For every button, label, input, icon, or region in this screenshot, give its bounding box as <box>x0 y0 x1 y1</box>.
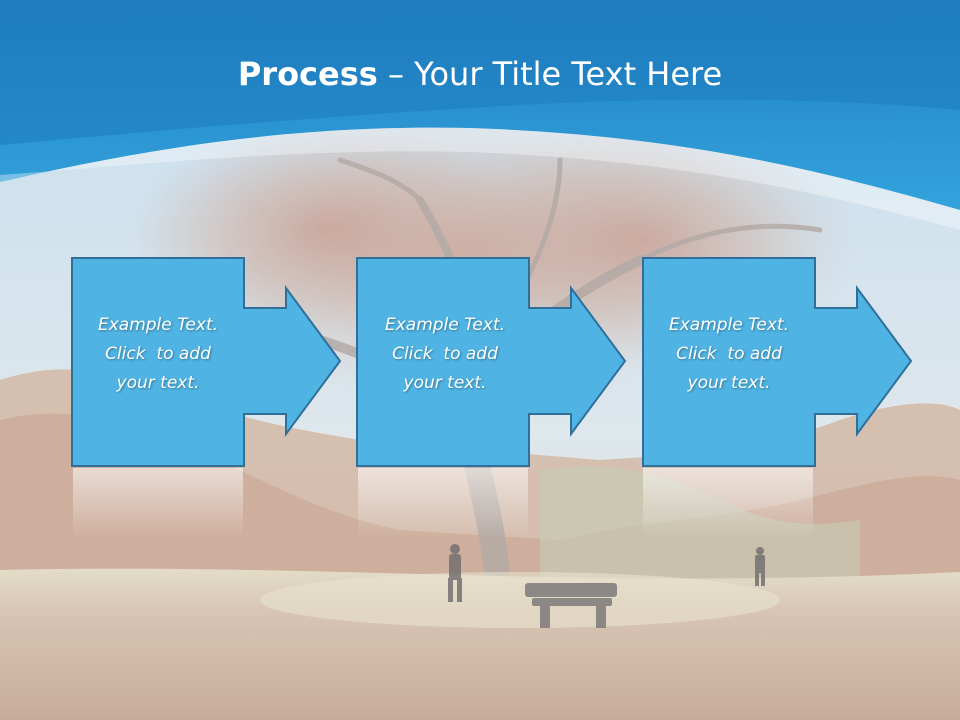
step-1-line-2: Click to add <box>105 344 211 364</box>
title-rest-text: Your Title Text Here <box>414 55 723 93</box>
step-2-line-1: Example Text. <box>384 315 506 335</box>
step-1-line-1: Example Text. <box>97 315 219 335</box>
process-step-2-shape[interactable] <box>356 257 627 467</box>
step-3-line-3: your text. <box>687 373 771 393</box>
step-3-line-2: Click to add <box>676 344 782 364</box>
step-1-line-3: your text. <box>116 373 200 393</box>
step-2-line-2: Click to add <box>392 344 498 364</box>
step-2-line-3: your text. <box>403 373 487 393</box>
step-3-line-1: Example Text. <box>668 315 790 335</box>
process-step-2-text[interactable]: Example Text. Click to add your text. <box>359 311 531 398</box>
title-dash: – <box>377 55 415 93</box>
title-bold-text: Process <box>237 55 378 93</box>
process-step-3-text[interactable]: Example Text. Click to add your text. <box>643 311 815 398</box>
process-step-3-shape[interactable] <box>642 257 913 467</box>
process-step-1-text[interactable]: Example Text. Click to add your text. <box>72 311 244 398</box>
slide-title[interactable]: Process – Your Title Text Here <box>0 52 960 96</box>
process-step-1-shape[interactable] <box>71 257 342 467</box>
